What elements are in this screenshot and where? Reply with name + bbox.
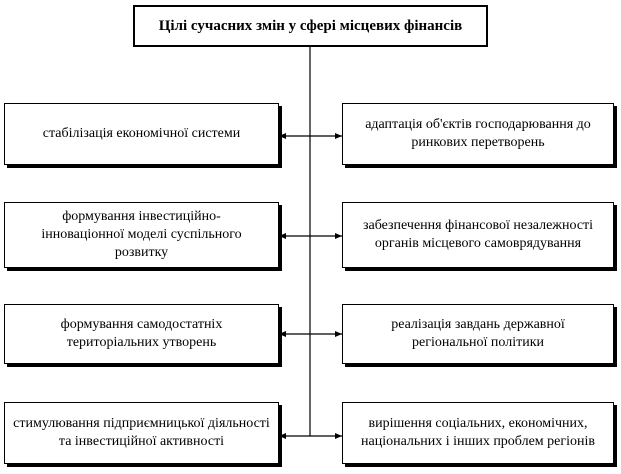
left-goal-3: формування самодостатніх територіальних … bbox=[4, 304, 279, 364]
right-goal-1: адаптація об'єктів господарювання до рин… bbox=[342, 103, 614, 165]
right-goal-2: забезпечення фінансової незалежності орг… bbox=[342, 202, 614, 268]
diagram-title: Цілі сучасних змін у сфері місцевих фіна… bbox=[133, 5, 488, 47]
left-goal-2: формування інвестиційно-інноваціонної мо… bbox=[4, 202, 279, 268]
left-goal-1: стабілізація економічної системи bbox=[4, 103, 279, 165]
right-goal-4: вирішення соціальних, економічних, націо… bbox=[342, 402, 614, 464]
left-goal-4: стимулювання підприємницької діяльності … bbox=[4, 402, 279, 464]
right-goal-3: реалізація завдань державної регіонально… bbox=[342, 304, 614, 364]
